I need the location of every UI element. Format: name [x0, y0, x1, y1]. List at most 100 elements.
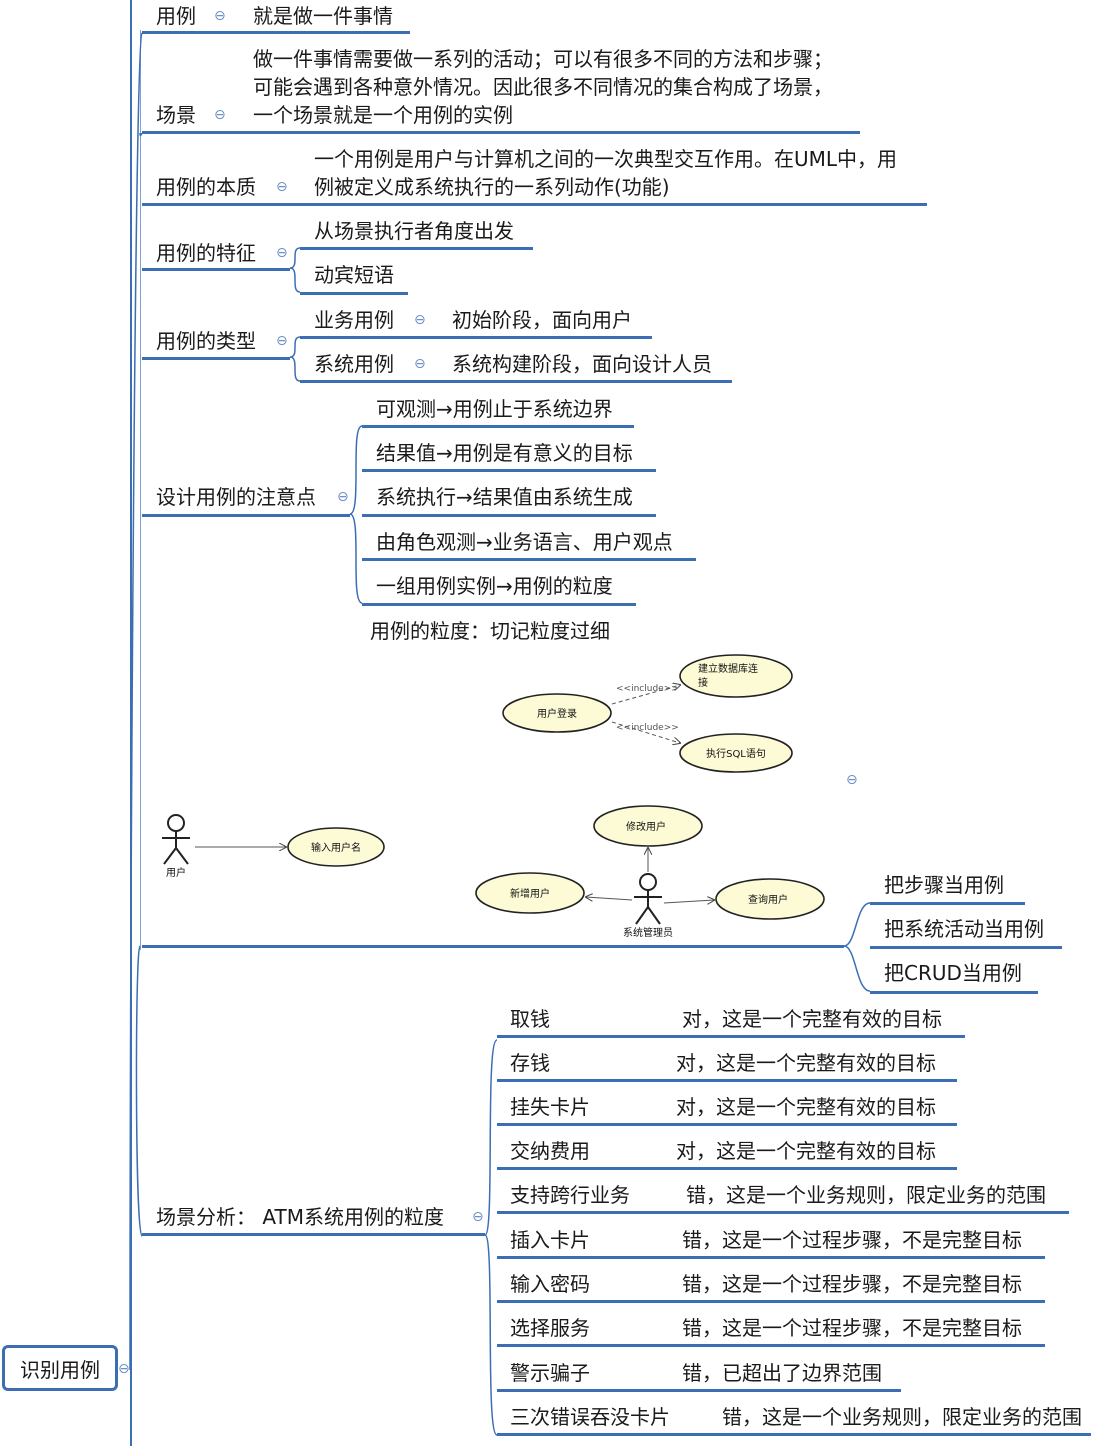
underline — [300, 292, 408, 295]
changjing-line-1: 做一件事情需要做一系列的活动；可以有很多不同的方法和步骤； — [253, 47, 833, 71]
underline — [300, 380, 732, 383]
underline — [362, 603, 636, 606]
actor-admin-label: 系统管理员 — [623, 926, 673, 939]
underline — [497, 1389, 901, 1392]
benzhi-line-1: 一个用例是用户与计算机之间的一次典型交互作用。在UML中，用 — [314, 147, 898, 171]
underline — [497, 1211, 1069, 1214]
atm-row-name: 输入密码 — [510, 1272, 590, 1296]
atm-row-name: 三次错误吞没卡片 — [510, 1405, 670, 1429]
uc-query — [715, 878, 825, 920]
uc-query-label: 查询用户 — [748, 893, 788, 906]
leixing-business: 业务用例 — [314, 308, 394, 332]
uc-modify-label: 修改用户 — [626, 820, 666, 833]
atm-row-verdict: 对，这是一个完整有效的目标 — [676, 1095, 936, 1119]
underline — [362, 558, 696, 561]
underline — [142, 1233, 485, 1236]
zhuyi-child-4: 由角色观测→业务语言、用户观点 — [376, 530, 673, 554]
underline — [497, 1300, 1045, 1303]
trunk-line — [130, 0, 132, 1446]
underline — [497, 1079, 957, 1082]
include-label-1: <<include>> — [616, 684, 679, 694]
underline — [142, 357, 290, 360]
node-atm: 场景分析： ATM系统用例的粒度 — [156, 1205, 444, 1229]
uc-login — [502, 693, 612, 733]
leixing-system: 系统用例 — [314, 352, 394, 376]
underline — [142, 514, 350, 517]
underline — [497, 1433, 1091, 1436]
underline — [300, 336, 652, 339]
uc-sql-label: 执行SQL语句 — [706, 747, 766, 760]
uc-db-label: 建立数据库连接 — [698, 662, 758, 689]
benzhi-line-2: 例被定义成系统执行的一系列动作(功能) — [314, 175, 670, 199]
actor-admin-icon — [634, 873, 662, 925]
underline — [497, 1123, 957, 1126]
zhuyi-child-2: 结果值→用例是有意义的目标 — [376, 441, 633, 465]
underline — [142, 203, 927, 206]
atm-row-name: 插入卡片 — [510, 1228, 590, 1252]
underline — [362, 514, 656, 517]
leixing-business-desc: 初始阶段，面向用户 — [452, 308, 632, 332]
underline — [870, 902, 1025, 905]
node-tezheng: 用例的特征 — [156, 241, 256, 265]
lidu-child-2: 把系统活动当用例 — [884, 917, 1044, 941]
actor-user-label: 用户 — [166, 866, 186, 879]
zhuyi-child-3: 系统执行→结果值由系统生成 — [376, 485, 633, 509]
atm-row-verdict: 错，已超出了边界范围 — [682, 1361, 882, 1385]
underline — [238, 31, 410, 34]
atm-row-name: 选择服务 — [510, 1316, 590, 1340]
zhuyi-child-5: 一组用例实例→用例的粒度 — [376, 574, 613, 598]
trunk-upper — [140, 30, 141, 950]
underline — [142, 131, 860, 134]
lidu-child-3: 把CRUD当用例 — [884, 961, 1022, 985]
underline — [362, 469, 656, 472]
node-leixing: 用例的类型 — [156, 329, 256, 353]
zhuyi-child-1: 可观测→用例止于系统边界 — [376, 397, 613, 421]
atm-row-verdict: 对，这是一个完整有效的目标 — [676, 1139, 936, 1163]
root-label: 识别用例 — [20, 1357, 100, 1382]
underline — [497, 1035, 965, 1038]
underline — [497, 1167, 957, 1170]
changjing-line-2: 可能会遇到各种意外情况。因此很多不同情况的集合构成了场景， — [253, 75, 833, 99]
leixing-system-desc: 系统构建阶段，面向设计人员 — [452, 352, 712, 376]
uc-db — [679, 654, 793, 698]
atm-row-verdict: 对，这是一个完整有效的目标 — [682, 1007, 942, 1031]
uc-add — [475, 872, 585, 914]
underline — [142, 268, 290, 271]
underline — [870, 946, 1062, 949]
atm-row-name: 存钱 — [510, 1051, 550, 1075]
underline — [497, 1256, 1045, 1259]
root-node[interactable]: 识别用例 — [2, 1345, 118, 1391]
actor-user-icon — [162, 814, 190, 865]
underline — [300, 247, 533, 250]
atm-row-name: 支持跨行业务 — [510, 1183, 630, 1207]
include-label-2: <<include>> — [616, 723, 679, 733]
lidu-child-1: 把步骤当用例 — [884, 873, 1004, 897]
atm-row-name: 警示骗子 — [510, 1361, 590, 1385]
atm-row-verdict: 错，这是一个过程步骤，不是完整目标 — [682, 1316, 1022, 1340]
node-yongli-child: 就是做一件事情 — [253, 4, 393, 28]
atm-row-verdict: 错，这是一个过程步骤，不是完整目标 — [682, 1228, 1022, 1252]
atm-row-name: 取钱 — [510, 1007, 550, 1031]
tezheng-child-1: 从场景执行者角度出发 — [314, 219, 514, 243]
atm-row-name: 挂失卡片 — [510, 1095, 590, 1119]
atm-row-name: 交纳费用 — [510, 1139, 590, 1163]
uc-add-label: 新增用户 — [510, 887, 550, 900]
underline — [497, 1344, 1045, 1347]
collapse-icon[interactable] — [118, 1362, 130, 1376]
uc-login-label: 用户登录 — [537, 707, 577, 720]
node-changjing: 场景 — [156, 103, 196, 127]
atm-row-verdict: 错，这是一个业务规则，限定业务的范围 — [686, 1183, 1046, 1207]
atm-row-verdict: 错，这是一个过程步骤，不是完整目标 — [682, 1272, 1022, 1296]
uc-sql — [679, 733, 793, 773]
atm-row-verdict: 错，这是一个业务规则，限定业务的范围 — [722, 1405, 1082, 1429]
uc-input-name — [287, 827, 385, 867]
uc-input-name-label: 输入用户名 — [311, 841, 361, 854]
node-zhuyi: 设计用例的注意点 — [156, 485, 316, 509]
changjing-line-3: 一个场景就是一个用例的实例 — [253, 103, 513, 127]
uc-modify — [593, 805, 703, 847]
underline — [362, 425, 634, 428]
atm-row-verdict: 对，这是一个完整有效的目标 — [676, 1051, 936, 1075]
node-benzhi: 用例的本质 — [156, 175, 256, 199]
